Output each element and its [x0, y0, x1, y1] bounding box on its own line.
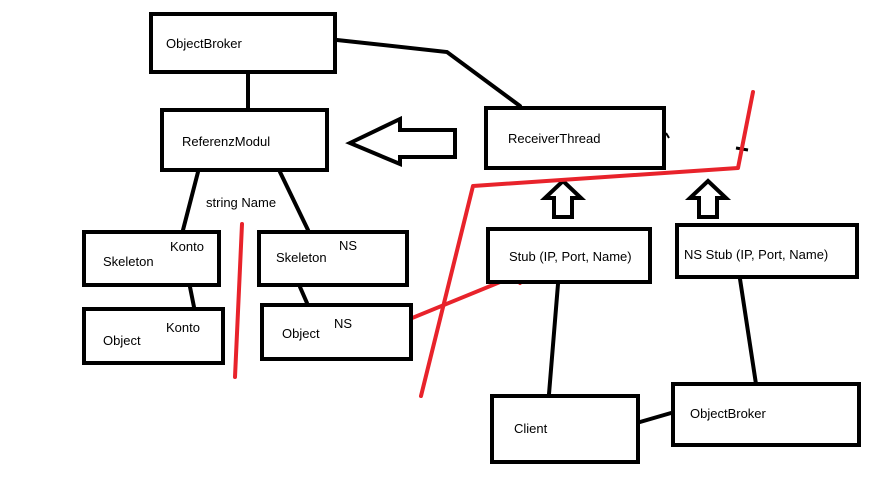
- hollow-arrow-left: [345, 115, 457, 168]
- receiver-thread-box: ReceiverThread: [484, 106, 666, 170]
- stub-box: Stub (IP, Port, Name): [486, 227, 652, 284]
- red-boundary-line: [419, 90, 755, 398]
- string-name-annotation: string Name: [206, 195, 277, 210]
- ns-stub-label: NS Stub (IP, Port, Name): [684, 247, 829, 262]
- skeleton-konto-box: Skeleton Konto: [82, 230, 221, 287]
- object-ns-box: Object NS: [260, 303, 413, 361]
- object-ns-tag: NS: [334, 316, 353, 331]
- skeleton-ns-box: Skeleton NS: [257, 230, 409, 287]
- connector-stub-client: [547, 282, 560, 396]
- connector-nsstub-broker: [738, 277, 758, 386]
- connector-referenz-skeleton-konto: [181, 170, 200, 232]
- ns-stub-box: NS Stub (IP, Port, Name): [675, 223, 859, 279]
- object-konto-tag: Konto: [166, 320, 200, 335]
- red-vertical-line: [233, 222, 244, 379]
- skeleton-konto-label: Skeleton: [103, 254, 154, 269]
- object-broker-bottom-box: ObjectBroker: [671, 382, 861, 447]
- connector-skeleton-object-konto: [188, 285, 196, 309]
- object-broker-top-label: ObjectBroker: [166, 36, 242, 51]
- skeleton-ns-tag: NS: [339, 238, 358, 253]
- skeleton-ns-label: Skeleton: [276, 250, 327, 265]
- connector-referenz-skeleton-ns: [278, 170, 310, 232]
- object-broker-bottom-label: ObjectBroker: [690, 406, 766, 421]
- connector-broker-receiver: [335, 38, 522, 108]
- skeleton-konto-tag: Konto: [170, 239, 204, 254]
- tick-mark-receiver: [665, 132, 670, 139]
- referenz-modul-box: ReferenzModul: [160, 108, 329, 172]
- object-broker-top-box: ObjectBroker: [149, 12, 337, 74]
- object-konto-box: Object Konto: [82, 307, 225, 365]
- hollow-arrow-up-nsstub: [684, 178, 732, 219]
- hollow-arrow-up-stub: [539, 178, 587, 219]
- connector-client-broker: [638, 411, 673, 424]
- object-ns-label: Object: [282, 326, 320, 341]
- client-label: Client: [514, 421, 548, 436]
- referenz-modul-label: ReferenzModul: [182, 134, 271, 149]
- connector-skeleton-object-ns: [298, 285, 309, 305]
- object-konto-label: Object: [103, 333, 141, 348]
- client-box: Client: [490, 394, 640, 464]
- stub-label: Stub (IP, Port, Name): [509, 249, 632, 264]
- receiver-thread-label: ReceiverThread: [508, 131, 601, 146]
